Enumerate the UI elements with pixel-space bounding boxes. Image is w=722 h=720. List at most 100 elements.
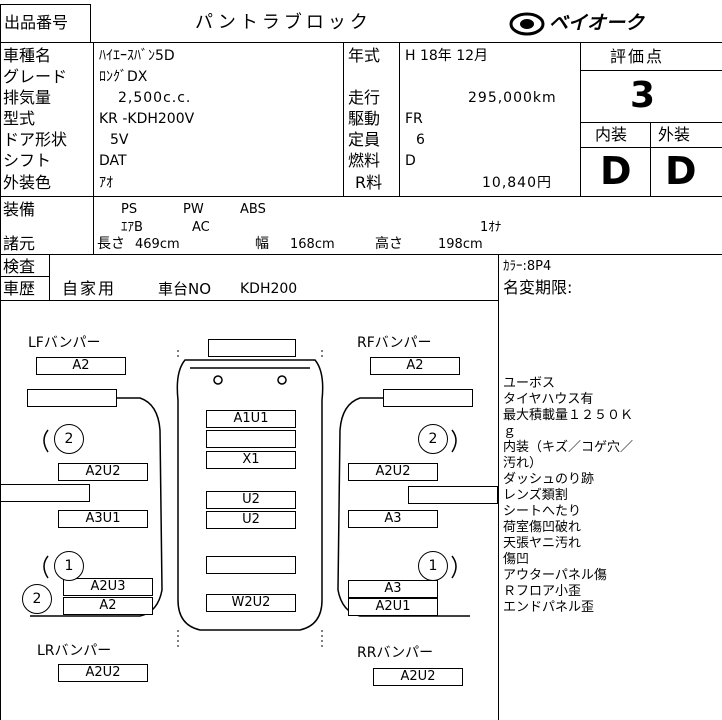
chassis-value: KDH200 xyxy=(240,281,298,297)
beioak-logo: ベイオーク xyxy=(505,10,705,38)
color-code: ｶﾗｰ:8P4 xyxy=(503,259,552,274)
frame-header-bottom xyxy=(0,42,722,43)
width-value: 168cm xyxy=(290,237,335,252)
right-rear-mark-2: A2U1 xyxy=(348,598,438,616)
width-label: 幅 xyxy=(255,236,269,252)
drive-label: 駆動 xyxy=(348,109,381,128)
note-item: 汚れ） xyxy=(503,456,543,471)
doors-value: 5V xyxy=(110,132,129,148)
year-label: 年式 xyxy=(348,46,381,65)
equip-pw: PW xyxy=(183,202,204,217)
length-value: 469cm xyxy=(135,237,180,252)
lf-bumper-label: LFバンパー xyxy=(28,335,101,351)
recycle-label: R料 xyxy=(355,173,383,192)
wheel-lf-mark: 2 xyxy=(54,424,84,454)
doors-label: ドア形状 xyxy=(3,130,68,149)
note-item: ｇ xyxy=(503,424,517,439)
displacement-value: 2,500c.c. xyxy=(118,90,192,106)
fuel-value: D xyxy=(405,153,416,169)
roof-mid-mark-1: U2 xyxy=(206,491,296,509)
frame-top xyxy=(0,4,90,5)
rf-bumper-label: RFバンパー xyxy=(357,335,432,351)
roof-mid-mark-2: U2 xyxy=(206,511,296,529)
note-item: 内装（キズ／コゲ穴／ xyxy=(503,440,634,455)
length-label: 長さ xyxy=(97,236,125,252)
rf-bumper-mark: A2 xyxy=(370,357,460,375)
frame-left xyxy=(0,4,1,720)
note-item: レンズ類割 xyxy=(503,488,568,503)
logo-mark-icon xyxy=(509,12,545,36)
note-item: 荷室傷凹破れ xyxy=(503,520,582,535)
fuel-label: 燃料 xyxy=(348,151,381,170)
logo-text: ベイオーク xyxy=(549,12,645,34)
wheel-lr-outer-mark: 2 xyxy=(22,584,52,614)
score-divider3 xyxy=(580,147,722,148)
type-label: 型式 xyxy=(3,109,36,128)
wheel-lr-mark: 1 xyxy=(54,551,84,581)
score-divider2 xyxy=(580,122,722,123)
use-value: 自家用 xyxy=(62,279,117,298)
inspection-label: 検査 xyxy=(3,257,36,276)
displacement-label: 排気量 xyxy=(3,88,52,107)
height-value: 198cm xyxy=(438,237,483,252)
note-item: 天張ヤニ汚れ xyxy=(503,536,582,551)
note-item: アウターパネル傷 xyxy=(503,568,607,583)
mileage-label: 走行 xyxy=(348,88,381,107)
left-rear-mark-1: A2U3 xyxy=(63,578,153,596)
front-panel-box xyxy=(208,339,296,357)
recycle-value: 10,840円 xyxy=(482,175,552,191)
note-item: 傷凹 xyxy=(503,552,530,567)
grade-label: グレード xyxy=(3,67,68,86)
capacity-label: 定員 xyxy=(348,130,381,149)
lr-bumper-label: LRバンパー xyxy=(37,643,112,659)
interior-label: 内装 xyxy=(595,125,628,144)
note-item: Ｒフロア小歪 xyxy=(503,584,582,599)
equip-col-line xyxy=(93,196,94,254)
note-item: ユーボス xyxy=(503,376,556,391)
color-value: ｱｵ xyxy=(99,175,113,191)
type-value: KR -KDH200V xyxy=(99,111,195,127)
col-line-mid2 xyxy=(399,42,400,196)
model-value: ﾊｲｴｰｽﾊﾞﾝ5D xyxy=(99,48,175,64)
equip-airbag: ｴｱB xyxy=(121,220,143,235)
inspect-col-line xyxy=(49,254,50,300)
score-label: 評価点 xyxy=(610,47,665,66)
right-outer-box xyxy=(408,486,498,504)
col-line-mid xyxy=(343,42,344,196)
equipment-label: 装備 xyxy=(3,200,36,219)
note-item: 最大積載量１２５０Ｋ xyxy=(503,408,634,423)
roof-front-mark: X1 xyxy=(206,451,296,469)
drive-value: FR xyxy=(405,111,423,127)
score-divider xyxy=(580,70,722,71)
grade-value: ﾛﾝｸﾞDX xyxy=(99,69,148,85)
equip-abs: ABS xyxy=(240,202,266,217)
model-label: 車種名 xyxy=(3,46,52,65)
mileage-value: 295,000km xyxy=(468,90,557,106)
chassis-label: 車台NO xyxy=(158,280,212,298)
note-item: タイヤハウス有 xyxy=(503,392,594,407)
inspect-bottom-line xyxy=(0,300,498,301)
exterior-label: 外装 xyxy=(658,125,691,144)
height-label: 高さ xyxy=(375,236,403,252)
auction-title: パントラブロック xyxy=(195,12,372,33)
dimensions-label: 諸元 xyxy=(3,234,36,253)
rr-bumper-label: RRバンパー xyxy=(357,645,434,661)
color-label: 外装色 xyxy=(3,173,52,192)
score-split xyxy=(650,122,651,196)
row-line xyxy=(0,196,722,197)
right-mid-mark: A3 xyxy=(348,510,438,528)
exterior-score: D xyxy=(665,149,697,193)
col-line-label xyxy=(93,42,94,196)
inspect-mid-line xyxy=(0,276,50,277)
equip-ac: AC xyxy=(192,220,210,235)
shift-label: シフト xyxy=(3,151,52,170)
right-panel-line xyxy=(498,254,499,720)
left-front-mark: A2U2 xyxy=(58,463,148,481)
left-mid-mark: A3U1 xyxy=(58,510,148,528)
equip-owner: 1ｵﾅ xyxy=(480,220,502,235)
year-value: H 18年 12月 xyxy=(405,48,489,64)
col-line-score xyxy=(580,42,581,196)
interior-score: D xyxy=(600,149,632,193)
equip-bottom-line xyxy=(0,254,722,255)
right-rear-mark-1: A3 xyxy=(348,580,438,598)
